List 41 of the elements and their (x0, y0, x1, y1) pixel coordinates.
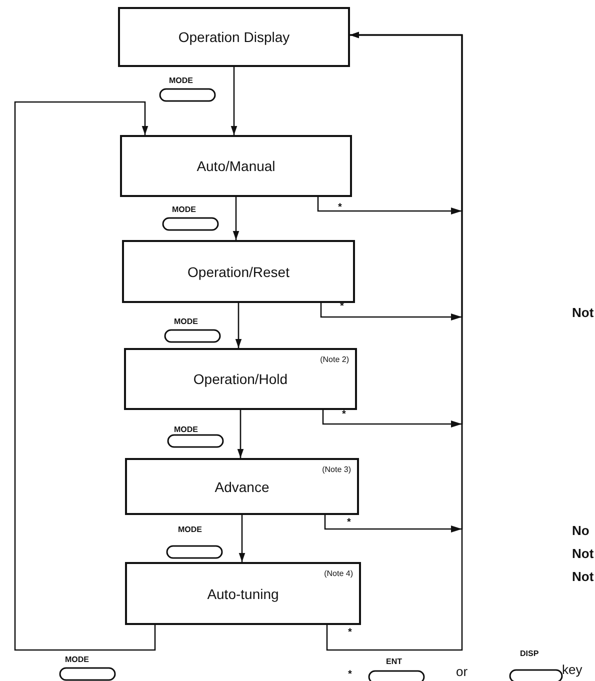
arrow (14, 101, 156, 651)
key-label: DISP (520, 650, 539, 658)
key-label: MODE (65, 656, 89, 664)
node-label: Operation/Hold (193, 371, 288, 387)
key-label: MODE (169, 77, 193, 85)
process-box (124, 348, 357, 410)
asterisk: * (338, 203, 342, 213)
arrow (326, 32, 463, 651)
note-text: Not (572, 570, 594, 583)
process-box (120, 135, 352, 197)
legend-text: or (456, 665, 468, 678)
arrow (235, 303, 242, 348)
asterisk: * (348, 628, 352, 638)
key-label: MODE (178, 526, 202, 534)
node-label: Advance (214, 478, 270, 494)
note-text: Not (572, 306, 594, 319)
key-label: MODE (174, 318, 198, 326)
note-reference: (Note 2) (320, 355, 349, 364)
key-label: MODE (172, 206, 196, 214)
arrow (232, 197, 240, 240)
note-reference: (Note 3) (322, 465, 351, 474)
arrow (238, 515, 246, 562)
process-box (122, 240, 355, 303)
arrow (237, 410, 244, 458)
process-box (125, 458, 359, 515)
key-label: MODE (174, 426, 198, 434)
asterisk: * (348, 670, 352, 680)
node-label: Operation Display (178, 29, 290, 45)
note-text: Not (572, 547, 594, 560)
asterisk: * (347, 518, 351, 528)
process-box (125, 562, 361, 625)
note-text: No (572, 524, 590, 537)
node-label: Auto/Manual (196, 158, 276, 174)
asterisk: * (342, 410, 346, 420)
key-label: ENT (386, 658, 402, 666)
arrow (230, 67, 238, 135)
note-reference: (Note 4) (324, 569, 353, 578)
node-label: Operation/Reset (188, 264, 290, 280)
process-box (118, 7, 350, 67)
node-label: Auto-tuning (207, 586, 279, 602)
legend-text: key (562, 663, 582, 676)
